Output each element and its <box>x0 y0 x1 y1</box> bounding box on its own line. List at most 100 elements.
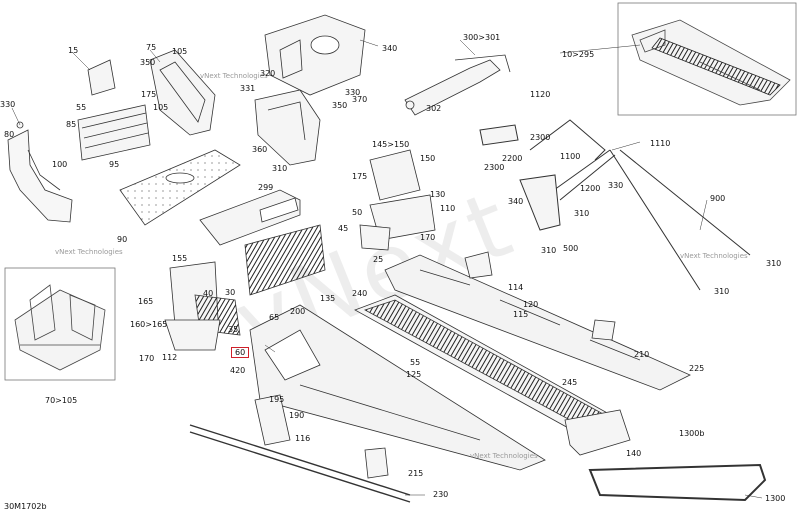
part-cover-plate <box>119 149 241 226</box>
watermark-small: vNext Technologies <box>200 72 268 80</box>
watermark-small: vNext Technologies <box>470 452 538 460</box>
callout-112: 112 <box>162 353 178 362</box>
callout-1120: 1120 <box>530 90 551 99</box>
callout-225: 225 <box>689 364 705 373</box>
callout-340: 340 <box>508 197 524 206</box>
callout-1110: 1110 <box>650 139 671 148</box>
callout-310: 310 <box>574 209 590 218</box>
callout-200: 200 <box>290 307 306 316</box>
callout-130: 130 <box>430 190 446 199</box>
callout-330: 330 <box>608 181 624 190</box>
callout-350: 350 <box>140 58 156 67</box>
inset-top-right <box>617 2 797 116</box>
callout-230: 230 <box>433 490 449 499</box>
callout-165: 165 <box>138 297 154 306</box>
callout-340: 340 <box>382 44 398 53</box>
callout-175: 175 <box>352 172 368 181</box>
callout-331: 331 <box>240 84 256 93</box>
callout-500: 500 <box>563 244 579 253</box>
callout-70-105: 70>105 <box>45 396 78 405</box>
callout-80: 80 <box>4 130 15 139</box>
callout-310: 310 <box>766 259 782 268</box>
callout-150: 150 <box>420 154 436 163</box>
callout-55: 55 <box>410 358 421 367</box>
callout-195: 195 <box>269 395 285 404</box>
callout-1200: 1200 <box>580 184 601 193</box>
callout-420: 420 <box>230 366 246 375</box>
callout-245: 245 <box>562 378 578 387</box>
callout-15: 15 <box>68 46 79 55</box>
callout-125: 125 <box>406 370 422 379</box>
callout-330: 330 <box>345 88 361 97</box>
part-running-rails <box>189 424 411 503</box>
callout-65: 65 <box>269 313 280 322</box>
callout-1300b: 1300b <box>679 429 705 438</box>
callout-40: 40 <box>203 289 214 298</box>
callout-310: 310 <box>714 287 730 296</box>
callout-116: 116 <box>295 434 311 443</box>
callout-170: 170 <box>139 354 155 363</box>
callout-105: 105 <box>172 47 188 56</box>
callout-215: 215 <box>408 469 424 478</box>
part-steering-frame <box>149 49 216 136</box>
callout-330: 330 <box>0 100 16 109</box>
document-id: 30M1702b <box>4 502 47 511</box>
callout-55: 55 <box>76 103 87 112</box>
part-lower-support <box>254 394 389 479</box>
callout-110: 110 <box>440 204 456 213</box>
callout-105: 105 <box>153 103 169 112</box>
callout-140: 140 <box>626 449 642 458</box>
watermark-small: vNext Technologies <box>55 248 123 256</box>
callout-170: 170 <box>420 233 436 242</box>
callout-60-highlighted: 60 <box>230 347 250 358</box>
callout-160-165: 160>165 <box>130 320 168 329</box>
callout-75: 75 <box>146 43 157 52</box>
callout-370: 370 <box>352 95 368 104</box>
callout-95: 95 <box>109 160 120 169</box>
leader-lines <box>11 39 763 499</box>
callout-10-295: 10>295 <box>562 50 595 59</box>
part-right-brackets <box>464 251 616 341</box>
callout-175: 175 <box>141 90 157 99</box>
callout-50: 50 <box>352 208 363 217</box>
callout-310: 310 <box>541 246 557 255</box>
callout-120: 120 <box>523 300 539 309</box>
inset-bottom-left <box>4 267 116 381</box>
part-bulkhead-top <box>264 14 366 96</box>
part-lower-left-brackets <box>164 261 241 351</box>
part-tunnel-left <box>249 304 546 471</box>
callout-135: 135 <box>320 294 336 303</box>
callout-115: 115 <box>513 310 529 319</box>
part-rear-bumper <box>564 409 767 502</box>
part-heat-exchanger <box>199 189 326 296</box>
callout-310: 310 <box>272 164 288 173</box>
callout-85: 85 <box>66 120 77 129</box>
callout-2200: 2200 <box>502 154 523 163</box>
part-left-bracket <box>7 121 73 223</box>
callout-350: 350 <box>332 101 348 110</box>
callout-30: 30 <box>225 288 236 297</box>
callout-114: 114 <box>508 283 524 292</box>
callout-35: 35 <box>228 325 239 334</box>
callout-145-150: 145>150 <box>372 140 410 149</box>
callout-190: 190 <box>289 411 305 420</box>
callout-320: 320 <box>260 69 276 78</box>
watermark-small: vNext Technologies <box>680 252 748 260</box>
callout-210: 210 <box>634 350 650 359</box>
callout-900: 900 <box>710 194 726 203</box>
callout-45: 45 <box>338 224 349 233</box>
callout-2300: 2300 <box>484 163 505 172</box>
callout-90: 90 <box>117 235 128 244</box>
part-center-brackets <box>359 149 436 251</box>
callout-1300: 1300 <box>765 494 786 503</box>
part-bulkhead-lower <box>254 89 321 166</box>
part-rear-arms <box>479 119 751 291</box>
callout-100: 100 <box>52 160 68 169</box>
callout-360: 360 <box>252 145 268 154</box>
callout-1100: 1100 <box>560 152 581 161</box>
callout-302: 302 <box>426 104 442 113</box>
callout-240: 240 <box>352 289 368 298</box>
callout-299: 299 <box>258 183 274 192</box>
